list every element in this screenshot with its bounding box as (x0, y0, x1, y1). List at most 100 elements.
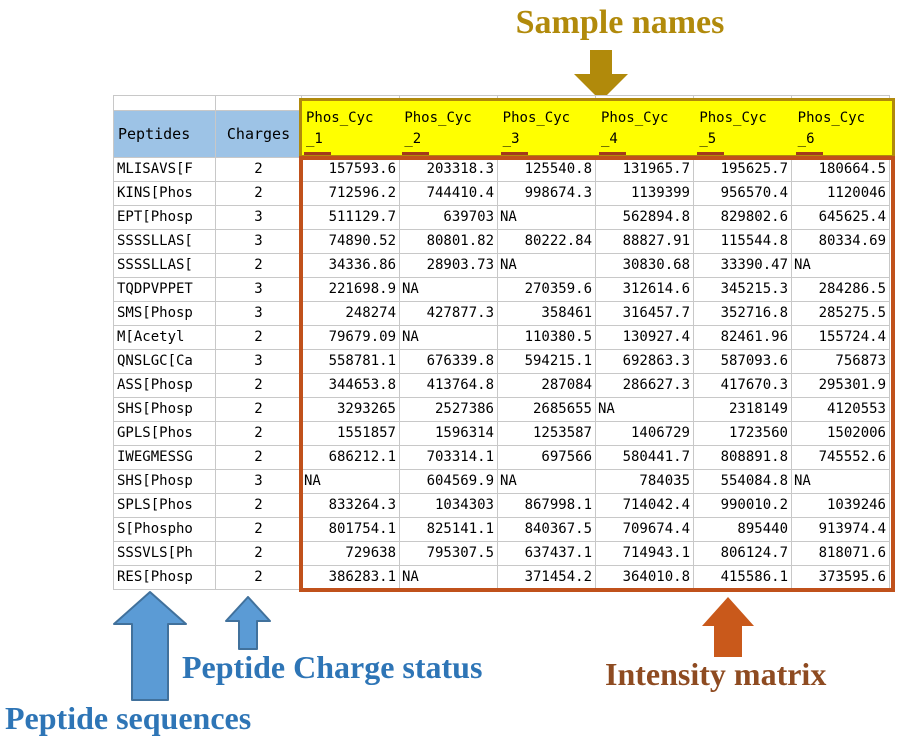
peptides-header[interactable]: Peptides (114, 111, 216, 158)
value-cell[interactable]: 1120046 (792, 182, 890, 206)
charge-cell[interactable]: 2 (216, 494, 302, 518)
value-cell[interactable]: 998674.3 (498, 182, 596, 206)
value-cell[interactable]: 639703 (400, 206, 498, 230)
value-cell[interactable]: 558781.1 (302, 350, 400, 374)
value-cell[interactable]: 511129.7 (302, 206, 400, 230)
value-cell[interactable]: 709674.4 (596, 518, 694, 542)
peptide-cell[interactable]: IWEGMESSG (114, 446, 216, 470)
value-cell[interactable]: 130927.4 (596, 326, 694, 350)
value-cell[interactable]: 364010.8 (596, 566, 694, 590)
value-cell[interactable]: 829802.6 (694, 206, 792, 230)
value-cell[interactable]: 157593.6 (302, 158, 400, 182)
charge-cell[interactable]: 2 (216, 566, 302, 590)
value-cell[interactable]: 417670.3 (694, 374, 792, 398)
value-cell[interactable]: 697566 (498, 446, 596, 470)
value-cell[interactable]: 386283.1 (302, 566, 400, 590)
value-cell[interactable]: 840367.5 (498, 518, 596, 542)
peptide-cell[interactable]: SHS[Phosp (114, 398, 216, 422)
value-cell[interactable]: NA (400, 566, 498, 590)
peptide-cell[interactable]: S[Phospho (114, 518, 216, 542)
peptide-cell[interactable]: EPT[Phosp (114, 206, 216, 230)
value-cell[interactable]: 316457.7 (596, 302, 694, 326)
value-cell[interactable]: 125540.8 (498, 158, 596, 182)
peptide-cell[interactable]: SSSVLS[Ph (114, 542, 216, 566)
value-cell[interactable]: 312614.6 (596, 278, 694, 302)
value-cell[interactable]: 284286.5 (792, 278, 890, 302)
charge-cell[interactable]: 3 (216, 470, 302, 494)
peptide-cell[interactable]: SHS[Phosp (114, 470, 216, 494)
value-cell[interactable]: 88827.91 (596, 230, 694, 254)
value-cell[interactable]: 1034303 (400, 494, 498, 518)
value-cell[interactable]: 80222.84 (498, 230, 596, 254)
peptide-cell[interactable]: QNSLGC[Ca (114, 350, 216, 374)
spreadsheet-cell[interactable] (216, 96, 302, 111)
value-cell[interactable]: 79679.09 (302, 326, 400, 350)
value-cell[interactable]: 637437.1 (498, 542, 596, 566)
value-cell[interactable]: 729638 (302, 542, 400, 566)
peptide-cell[interactable]: SSSSLLAS[ (114, 230, 216, 254)
value-cell[interactable]: 714042.4 (596, 494, 694, 518)
value-cell[interactable]: 801754.1 (302, 518, 400, 542)
value-cell[interactable]: 344653.8 (302, 374, 400, 398)
value-cell[interactable]: 833264.3 (302, 494, 400, 518)
sample-column-header[interactable]: Phos_Cyc_4 (597, 101, 695, 155)
value-cell[interactable]: 358461 (498, 302, 596, 326)
value-cell[interactable]: NA (400, 278, 498, 302)
value-cell[interactable]: 2527386 (400, 398, 498, 422)
value-cell[interactable]: 80801.82 (400, 230, 498, 254)
value-cell[interactable]: 580441.7 (596, 446, 694, 470)
value-cell[interactable]: 956570.4 (694, 182, 792, 206)
value-cell[interactable]: 1139399 (596, 182, 694, 206)
charge-cell[interactable]: 2 (216, 254, 302, 278)
value-cell[interactable]: 676339.8 (400, 350, 498, 374)
value-cell[interactable]: 345215.3 (694, 278, 792, 302)
value-cell[interactable]: 352716.8 (694, 302, 792, 326)
value-cell[interactable]: 287084 (498, 374, 596, 398)
value-cell[interactable]: 1723560 (694, 422, 792, 446)
value-cell[interactable]: 203318.3 (400, 158, 498, 182)
value-cell[interactable]: NA (498, 470, 596, 494)
value-cell[interactable]: 1253587 (498, 422, 596, 446)
value-cell[interactable]: 115544.8 (694, 230, 792, 254)
value-cell[interactable]: 587093.6 (694, 350, 792, 374)
value-cell[interactable]: 30830.68 (596, 254, 694, 278)
charge-cell[interactable]: 2 (216, 518, 302, 542)
charge-cell[interactable]: 3 (216, 350, 302, 374)
value-cell[interactable]: 686212.1 (302, 446, 400, 470)
value-cell[interactable]: 82461.96 (694, 326, 792, 350)
charge-cell[interactable]: 3 (216, 230, 302, 254)
charge-cell[interactable]: 3 (216, 302, 302, 326)
value-cell[interactable]: 1551857 (302, 422, 400, 446)
value-cell[interactable]: 867998.1 (498, 494, 596, 518)
peptide-cell[interactable]: MLISAVS[F (114, 158, 216, 182)
value-cell[interactable]: 221698.9 (302, 278, 400, 302)
value-cell[interactable]: 703314.1 (400, 446, 498, 470)
value-cell[interactable]: 1596314 (400, 422, 498, 446)
value-cell[interactable]: 285275.5 (792, 302, 890, 326)
value-cell[interactable]: 756873 (792, 350, 890, 374)
value-cell[interactable]: 131965.7 (596, 158, 694, 182)
peptide-cell[interactable]: KINS[Phos (114, 182, 216, 206)
value-cell[interactable]: 1502006 (792, 422, 890, 446)
value-cell[interactable]: 2685655 (498, 398, 596, 422)
value-cell[interactable]: 371454.2 (498, 566, 596, 590)
peptide-cell[interactable]: SPLS[Phos (114, 494, 216, 518)
value-cell[interactable]: 784035 (596, 470, 694, 494)
value-cell[interactable]: 33390.47 (694, 254, 792, 278)
value-cell[interactable]: 562894.8 (596, 206, 694, 230)
sample-column-header[interactable]: Phos_Cyc_1 (302, 101, 400, 155)
value-cell[interactable]: NA (792, 254, 890, 278)
value-cell[interactable]: NA (400, 326, 498, 350)
value-cell[interactable]: 2318149 (694, 398, 792, 422)
peptide-cell[interactable]: RES[Phosp (114, 566, 216, 590)
value-cell[interactable]: 1039246 (792, 494, 890, 518)
charge-cell[interactable]: 2 (216, 158, 302, 182)
value-cell[interactable]: 818071.6 (792, 542, 890, 566)
peptide-cell[interactable]: GPLS[Phos (114, 422, 216, 446)
value-cell[interactable]: 806124.7 (694, 542, 792, 566)
spreadsheet-cell[interactable] (114, 96, 216, 111)
value-cell[interactable]: 248274 (302, 302, 400, 326)
peptide-cell[interactable]: SSSSLLAS[ (114, 254, 216, 278)
value-cell[interactable]: 692863.3 (596, 350, 694, 374)
peptide-cell[interactable]: M[Acetyl (114, 326, 216, 350)
